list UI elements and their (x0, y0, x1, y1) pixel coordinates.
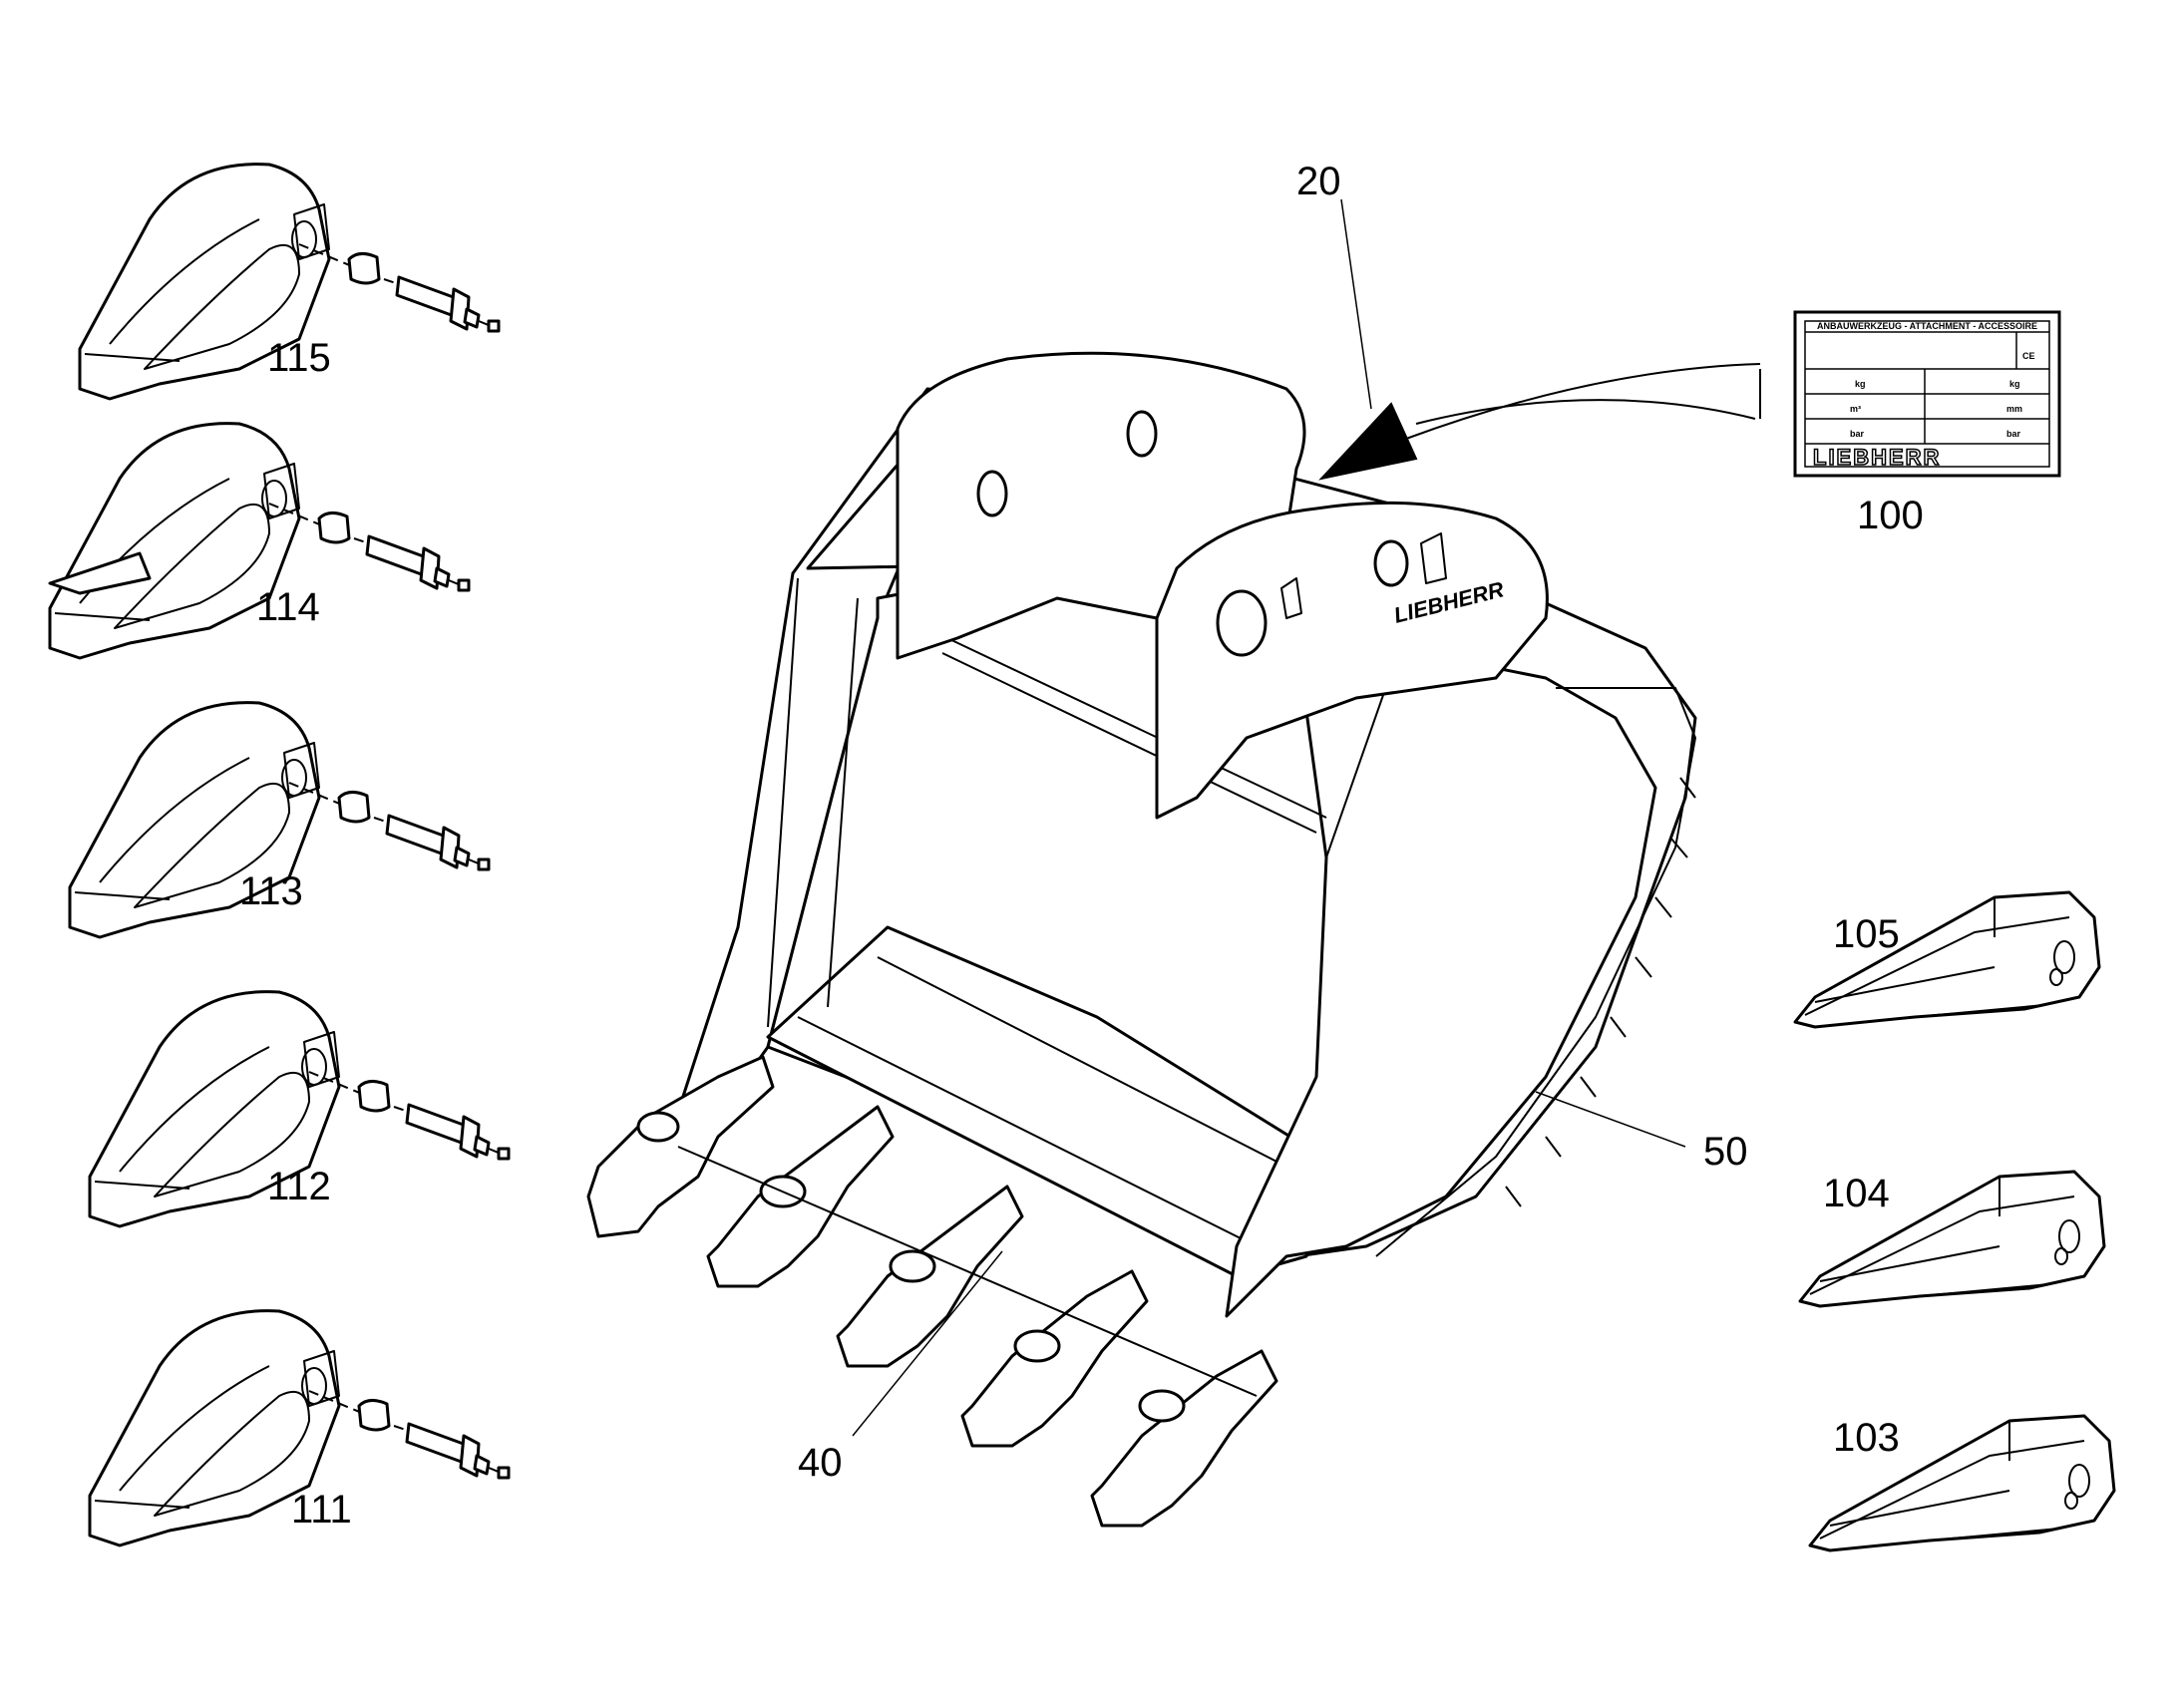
callout-104: 104 (1823, 1172, 1890, 1215)
plate-row2-right: mm (2006, 404, 2022, 414)
bucket-tooth-2 (706, 1105, 895, 1288)
plate-row3-right: bar (2006, 429, 2021, 439)
leader-lines (852, 198, 1761, 1437)
bucket-assembly: LIEBHERR (586, 351, 1697, 1528)
plate-header: ANBAUWERKZEUG - ATTACHMENT - ACCESSOIRE (1817, 321, 2037, 331)
callout-50: 50 (1703, 1130, 1748, 1174)
callout-105: 105 (1833, 912, 1900, 956)
plate-row1-right: kg (2009, 379, 2020, 389)
plate-row3-left: bar (1850, 429, 1865, 439)
callout-20: 20 (1296, 160, 1341, 203)
plate-row2-left: m³ (1850, 404, 1861, 414)
bucket-tooth-5 (1090, 1349, 1278, 1528)
plate-ce-mark: CE (2022, 351, 2035, 361)
bucket-tooth-3 (836, 1185, 1024, 1368)
callout-111: 111 (291, 1488, 352, 1532)
callout-100: 100 (1857, 494, 1924, 537)
plate-brand: LIEBHERR (1813, 445, 1941, 470)
callout-40: 40 (798, 1441, 843, 1485)
callout-112: 112 (267, 1165, 331, 1208)
callout-113: 113 (239, 869, 303, 913)
identification-plate: ANBAUWERKZEUG - ATTACHMENT - ACCESSOIRE … (1793, 310, 2061, 478)
callout-103: 103 (1833, 1416, 1900, 1460)
tooth-114 (48, 422, 471, 660)
bucket-tooth-4 (960, 1269, 1149, 1448)
plate-row1-left: kg (1855, 379, 1866, 389)
callout-115: 115 (267, 336, 331, 380)
callout-114: 114 (256, 585, 320, 629)
